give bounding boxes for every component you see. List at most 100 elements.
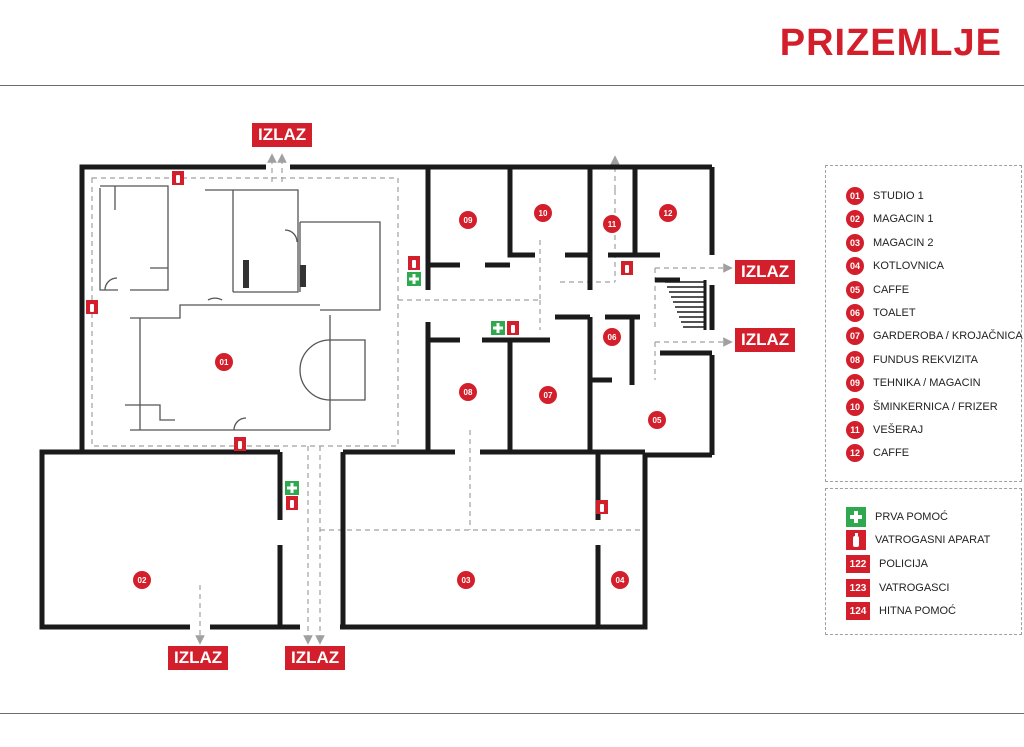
first-aid-icon <box>285 481 299 495</box>
fire-extinguisher-icon <box>846 530 866 550</box>
room-marker: 12 <box>659 204 677 222</box>
legend-row-firefighters: 123 VATROGASCI <box>846 579 950 597</box>
room-number: 11 <box>608 220 617 229</box>
room-name: MAGACIN 2 <box>873 236 934 249</box>
legend-room-row: 04 KOTLOVNICA <box>846 257 944 276</box>
legend-room-row: 11 VEŠERAJ <box>846 421 923 439</box>
room-number-badge: 10 <box>846 397 864 416</box>
room-marker: 01 <box>215 353 233 371</box>
legend-room-row: 06 TOALET <box>846 304 916 322</box>
legend-row-ambulance: 124 HITNA POMOĆ <box>846 602 956 620</box>
room-name: CAFFE <box>873 447 910 460</box>
fire-extinguisher-icon <box>621 261 633 275</box>
legend-label: PRVA POMOĆ <box>875 511 948 523</box>
room-marker: 03 <box>457 571 475 589</box>
room-name: CAFFE <box>873 283 910 296</box>
studio-interior <box>99 185 381 431</box>
room-name: GARDEROBA / KROJAČNICA <box>873 330 1023 343</box>
emergency-code: 123 <box>846 579 870 597</box>
room-marker: 02 <box>133 571 151 589</box>
room-number-badge: 09 <box>846 374 864 393</box>
studio-columns <box>243 260 306 288</box>
room-marker: 06 <box>603 328 621 346</box>
room-marker: 10 <box>534 204 552 222</box>
first-aid-icon <box>491 321 505 335</box>
room-name: MAGACIN 1 <box>873 213 934 226</box>
room-number: 12 <box>664 209 673 218</box>
room-number-badge: 12 <box>846 444 864 463</box>
room-marker: 04 <box>611 571 629 589</box>
fire-extinguisher-icon <box>408 256 420 270</box>
room-number: 03 <box>462 576 471 585</box>
room-number-badge: 01 <box>846 187 864 205</box>
room-name: ŠMINKERNICA / FRIZER <box>873 400 998 413</box>
legend-label: VATROGASNI APARAT <box>875 534 991 546</box>
legend-room-row: 02 MAGACIN 1 <box>846 210 934 229</box>
legend-label: POLICIJA <box>879 558 928 570</box>
room-legend: 01 STUDIO 1 02 MAGACIN 1 03 MAGACIN 2 04 KOTLOV… <box>825 165 1023 482</box>
room-number-badge: 07 <box>846 327 864 346</box>
room-number: 05 <box>653 416 662 425</box>
legend-room-row: 09 TEHNIKA / MAGACIN <box>846 374 981 393</box>
legend-room-row: 03 MAGACIN 2 <box>846 233 934 252</box>
room-marker: 08 <box>459 383 477 401</box>
stairs <box>665 280 707 330</box>
room-number: 08 <box>464 388 473 397</box>
legend-row-first-aid: PRVA POMOĆ <box>846 507 948 527</box>
bottom-divider <box>0 713 1024 714</box>
emergency-code: 122 <box>846 555 870 573</box>
room-name: FUNDUS REKVIZITA <box>873 353 978 366</box>
room-number: 02 <box>138 576 147 585</box>
first-aid-icon <box>846 507 866 527</box>
symbol-legend: PRVA POMOĆ VATROGASNI APARAT 122 POLICIJ… <box>825 488 1022 635</box>
room-number-badge: 06 <box>846 304 864 322</box>
exit-label-south: IZLAZ <box>285 646 346 670</box>
room-number-badge: 04 <box>846 257 864 276</box>
fire-extinguisher-icon <box>596 500 608 514</box>
room-number-badge: 03 <box>846 233 864 252</box>
fire-extinguisher-icon <box>172 171 184 185</box>
fire-extinguisher-icon <box>234 437 246 451</box>
room-number-badge: 11 <box>846 421 864 439</box>
room-marker: 07 <box>539 386 557 404</box>
legend-room-row: 01 STUDIO 1 <box>846 187 924 205</box>
exit-label-south-west: IZLAZ <box>168 646 229 670</box>
fire-extinguisher-icon <box>286 496 298 510</box>
room-number-badge: 08 <box>846 350 864 369</box>
exit-label-east-lower: IZLAZ <box>735 328 796 352</box>
legend-room-row: 10 ŠMINKERNICA / FRIZER <box>846 397 998 416</box>
safety-icons <box>86 171 633 514</box>
room-marker: 09 <box>459 211 477 229</box>
room-name: STUDIO 1 <box>873 190 924 202</box>
room-name: TEHNIKA / MAGACIN <box>873 377 981 390</box>
room-number: 06 <box>608 333 617 342</box>
room-number: 04 <box>616 576 625 585</box>
room-number-badge: 02 <box>846 210 864 229</box>
room-markers: 01 02 03 04 05 06 07 08 09 10 11 12 <box>133 204 677 589</box>
exit-label-east-upper: IZLAZ <box>735 260 796 284</box>
legend-row-extinguisher: VATROGASNI APARAT <box>846 530 990 550</box>
room-marker: 05 <box>648 411 666 429</box>
legend-label: VATROGASCI <box>879 582 950 594</box>
room-number: 09 <box>464 216 473 225</box>
legend-room-row: 07 GARDEROBA / KROJAČNICA <box>846 327 1023 346</box>
fire-extinguisher-icon <box>507 321 519 335</box>
room-name: TOALET <box>873 307 916 319</box>
room-marker: 11 <box>603 215 621 233</box>
room-name: KOTLOVNICA <box>873 260 944 273</box>
legend-room-row: 08 FUNDUS REKVIZITA <box>846 350 978 369</box>
room-name: VEŠERAJ <box>873 424 924 436</box>
exit-label-north: IZLAZ <box>252 123 313 147</box>
legend-label: HITNA POMOĆ <box>879 605 957 617</box>
room-number: 10 <box>539 209 548 218</box>
room-number-badge: 05 <box>846 280 864 299</box>
legend-room-row: 12 CAFFE <box>846 444 910 463</box>
first-aid-icon <box>407 272 421 286</box>
walls <box>39 164 715 630</box>
emergency-code: 124 <box>846 602 870 620</box>
fire-extinguisher-icon <box>86 300 98 314</box>
room-number: 07 <box>544 391 553 400</box>
page-title: PRIZEMLJE <box>779 22 1002 64</box>
top-divider <box>0 85 1024 86</box>
